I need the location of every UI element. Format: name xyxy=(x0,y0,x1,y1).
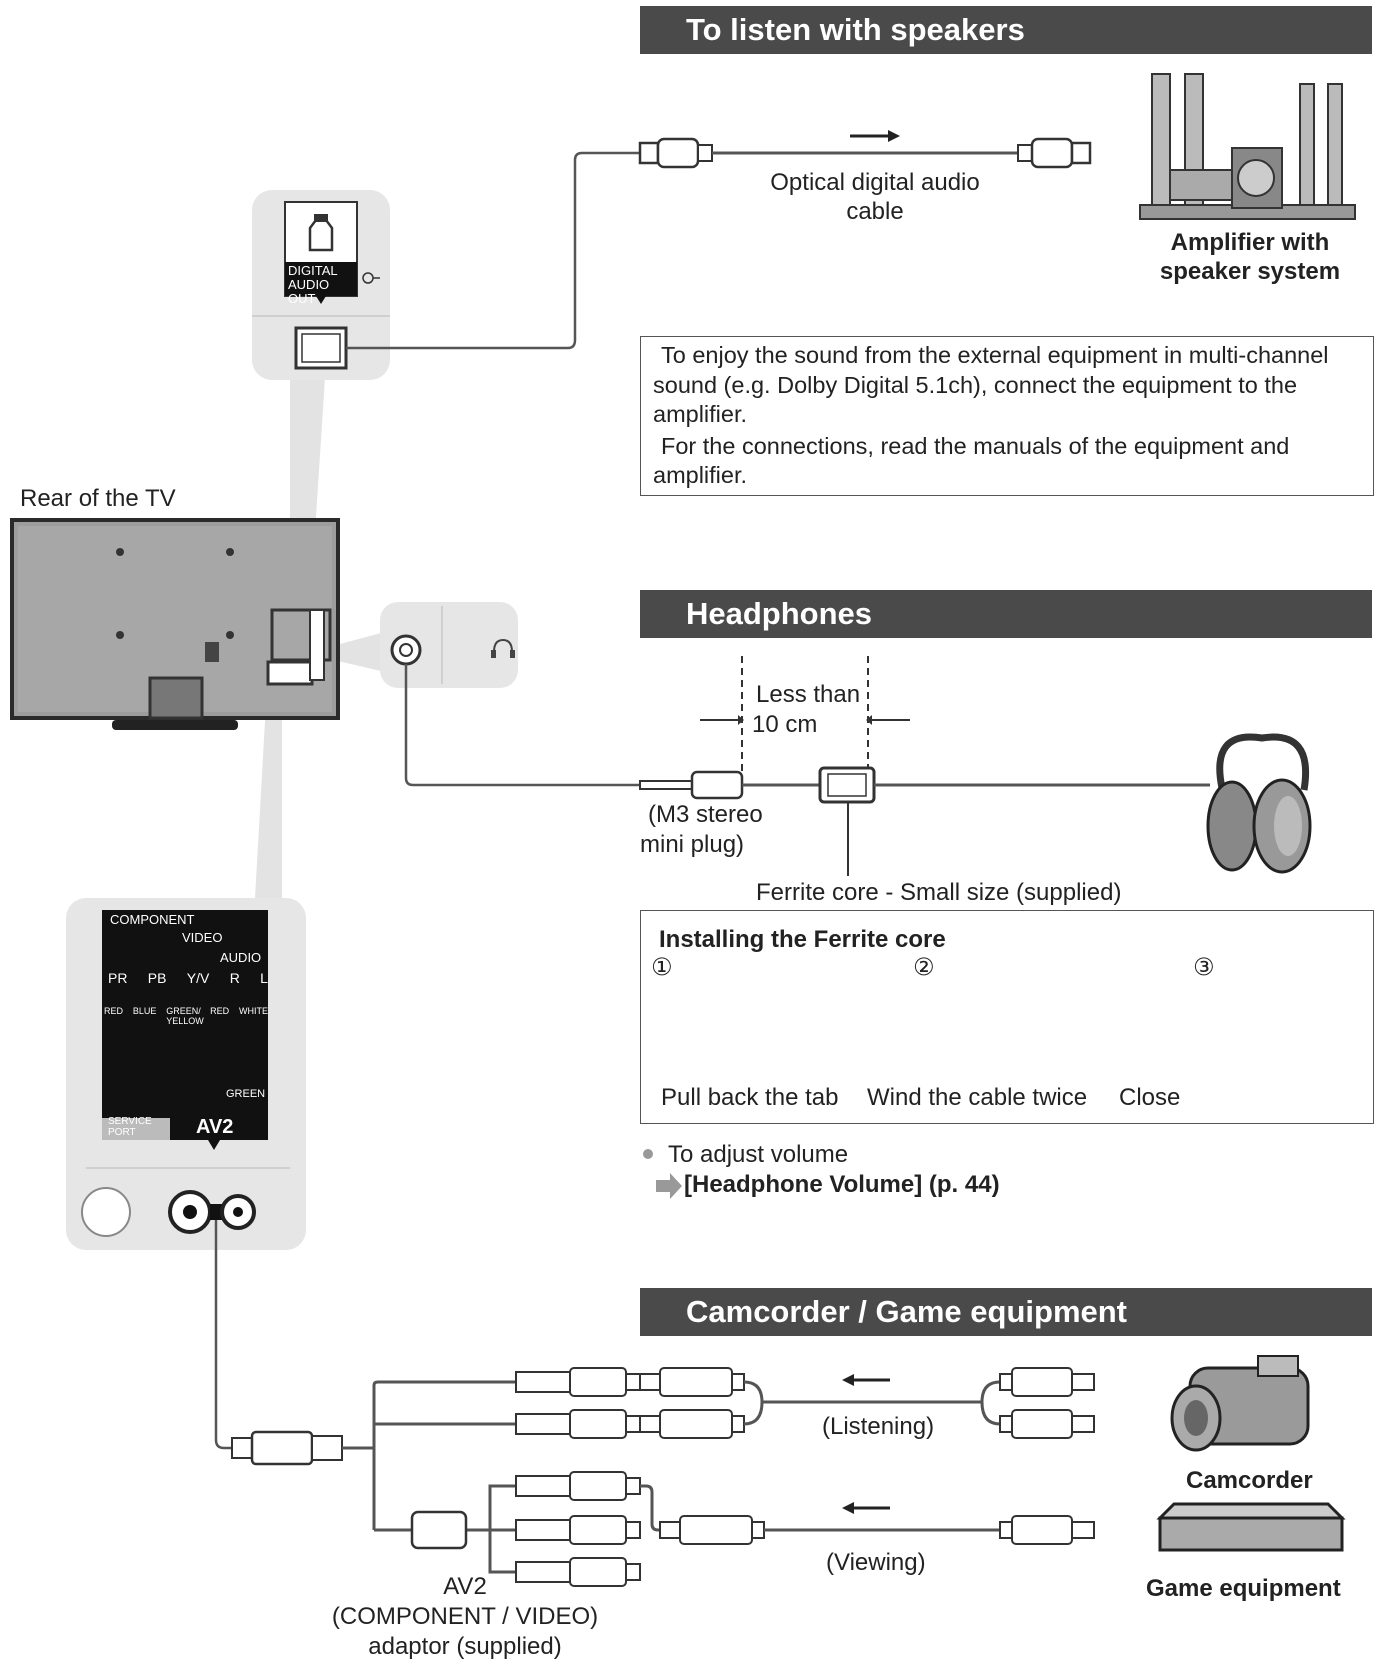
bullet-icon xyxy=(643,1149,653,1159)
color-green-yellow: GREEN/ YELLOW xyxy=(166,1006,204,1026)
note-paragraph-2: For the connections, read the manuals of… xyxy=(653,432,1290,489)
ferrite-install-box: Installing the Ferrite core ① ② ③ Pull b… xyxy=(640,910,1374,1124)
col-yv: Y/V xyxy=(186,970,210,986)
distance-label-line2: 10 cm xyxy=(752,711,818,738)
port-label-line2: AUDIO OUT xyxy=(288,277,330,306)
listening-cable xyxy=(639,1367,1095,1439)
optical-cable-label: Optical digital audio cable xyxy=(770,169,980,225)
mini-plug-label-line1: (M3 stereo xyxy=(648,801,763,828)
adaptor-splitter xyxy=(410,1510,468,1550)
color-red: RED xyxy=(104,1006,124,1016)
direction-arrow-left-icon-2 xyxy=(842,1502,854,1514)
service-port-label: SERVICE PORT xyxy=(108,1116,152,1138)
video-label: VIDEO xyxy=(182,930,223,945)
listening-label: (Listening) xyxy=(822,1413,935,1440)
color-labels: RED BLUE GREEN/ YELLOW RED WHITE xyxy=(104,1006,268,1026)
step-caption-1: Pull back the tab xyxy=(661,1084,839,1111)
headphones-icon xyxy=(1206,733,1312,874)
mini-plug xyxy=(639,770,744,800)
headphone-volume-link[interactable]: [Headphone Volume] (p. 44) xyxy=(684,1171,1000,1198)
optical-cable xyxy=(346,151,640,350)
optical-plug-right xyxy=(1017,137,1092,169)
column-labels: PR PB Y/V R L xyxy=(108,970,268,986)
amplifier-speaker-icon xyxy=(1139,73,1356,220)
viewing-label: (Viewing) xyxy=(826,1549,926,1576)
direction-arrow-left-icon xyxy=(842,1374,854,1386)
av2-panel xyxy=(66,898,306,1250)
distance-label-line1: Less than xyxy=(756,681,861,708)
zoom-beam-bottom xyxy=(255,668,282,898)
game-equipment-label: Game equipment xyxy=(1146,1575,1341,1602)
game-console-icon xyxy=(1156,1502,1346,1552)
ferrite-core-icon xyxy=(818,766,876,804)
step-number-1: ① xyxy=(651,954,673,981)
digital-audio-port-label: DIGITAL AUDIO OUT xyxy=(288,264,358,306)
headphones-section-header: Headphones xyxy=(640,590,1372,638)
direction-arrow-right-icon xyxy=(850,130,900,142)
speakers-section-header: To listen with speakers xyxy=(640,6,1372,54)
col-l: L xyxy=(260,970,268,986)
port-label-line1: DIGITAL xyxy=(288,263,338,278)
camcorder-icon xyxy=(1170,1355,1310,1452)
volume-bullet-text: To adjust volume xyxy=(668,1141,849,1168)
step-number-3: ③ xyxy=(1193,954,1215,981)
color-white: WHITE xyxy=(238,1006,268,1016)
green-label: GREEN xyxy=(226,1088,266,1100)
audio-label: AUDIO xyxy=(220,950,262,965)
headphone-cable xyxy=(404,664,640,787)
adaptor-wires xyxy=(342,1380,516,1574)
optical-plug-left xyxy=(638,137,713,169)
adaptor-label-line1: AV2 xyxy=(443,1573,487,1600)
component-label: COMPONENT xyxy=(110,912,195,927)
step-number-2: ② xyxy=(913,954,935,981)
av2-label-plate: COMPONENT VIDEO AUDIO PR PB Y/V R L RED … xyxy=(102,910,268,1140)
col-r: R xyxy=(229,970,240,986)
camcorder-section-header: Camcorder / Game equipment xyxy=(640,1288,1372,1336)
col-pr: PR xyxy=(108,970,128,986)
viewing-cable xyxy=(640,1484,1095,1545)
av2-plug xyxy=(231,1430,343,1466)
color-blue: BLUE xyxy=(132,1006,157,1016)
amplifier-label: Amplifier with speaker system xyxy=(1159,229,1341,285)
tv-rear-illustration xyxy=(10,518,340,730)
color-red-2: RED xyxy=(210,1006,230,1016)
step-caption-3: Close xyxy=(1119,1084,1181,1111)
adaptor-rca-plugs xyxy=(515,1367,641,1587)
av2-label: AV2 xyxy=(196,1116,234,1138)
mini-plug-label-line2: mini plug) xyxy=(640,831,745,858)
headphone-jack-panel xyxy=(380,602,518,688)
digital-audio-panel xyxy=(252,190,390,380)
camcorder-label: Camcorder xyxy=(1186,1467,1313,1494)
step-caption-2: Wind the cable twice xyxy=(867,1084,1088,1111)
av2-cable xyxy=(214,1220,248,1450)
rear-of-tv-label: Rear of the TV xyxy=(20,485,176,512)
note-paragraph-1: To enjoy the sound from the external equ… xyxy=(653,342,1329,427)
ferrite-core-label: Ferrite core - Small size (supplied) xyxy=(756,879,1122,906)
arrow-right-icon xyxy=(656,1173,682,1199)
ferrite-install-title: Installing the Ferrite core xyxy=(659,926,946,953)
adaptor-label-line2: (COMPONENT / VIDEO) xyxy=(331,1603,599,1630)
multichannel-note-box: To enjoy the sound from the external equ… xyxy=(640,336,1374,496)
col-pb: PB xyxy=(147,970,167,986)
zoom-beam-right xyxy=(325,632,385,672)
adaptor-label-line3: adaptor (supplied) xyxy=(368,1633,562,1660)
